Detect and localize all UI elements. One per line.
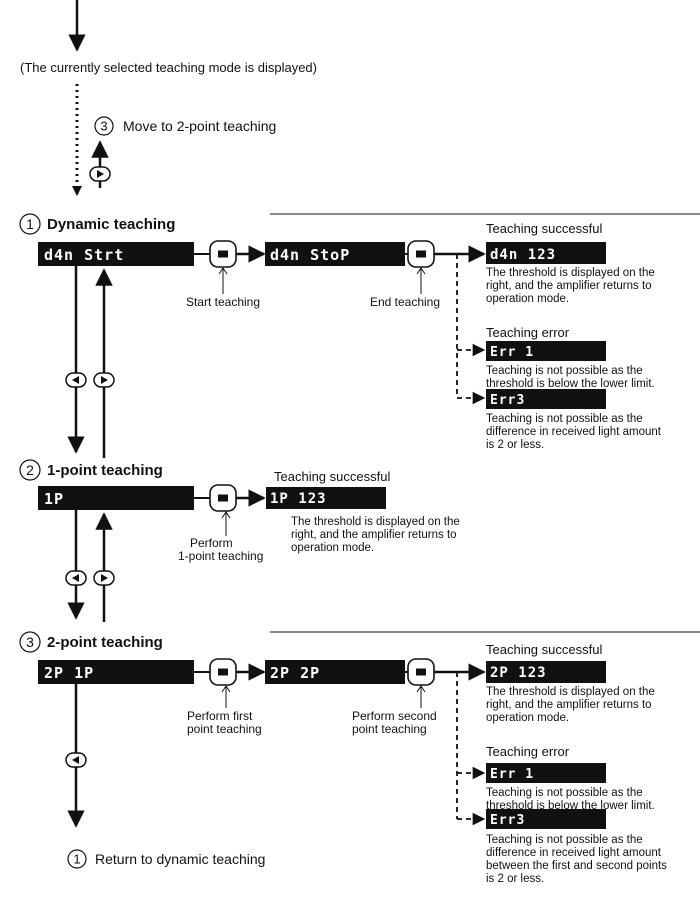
return-to-dynamic-label: Return to dynamic teaching bbox=[95, 851, 265, 867]
lcd-text: d4n StoP bbox=[270, 246, 350, 264]
lcd-text: Err 1 bbox=[490, 345, 534, 360]
success-title: Teaching successful bbox=[274, 469, 390, 484]
lcd-text: Err3 bbox=[490, 393, 525, 408]
lcd-display bbox=[38, 242, 194, 266]
section-title-dynamic: Dynamic teaching bbox=[47, 216, 175, 233]
set-button-icon bbox=[209, 484, 237, 512]
lcd-display bbox=[486, 809, 606, 829]
section-num: 2 bbox=[26, 462, 34, 478]
lcd-display bbox=[38, 660, 194, 684]
num-1: 1 bbox=[73, 852, 80, 867]
err1-desc: Teaching is not possible as the threshol… bbox=[486, 365, 655, 390]
move-to-2point-label: Move to 2-point teaching bbox=[123, 118, 276, 134]
success-desc: The threshold is displayed on the right,… bbox=[291, 516, 463, 554]
start-teaching-label: Start teaching bbox=[186, 295, 260, 309]
lcd-display bbox=[486, 242, 606, 264]
num-circle bbox=[94, 116, 114, 136]
section-title-1point: 1-point teaching bbox=[47, 462, 163, 479]
lcd-text: d4n 123 bbox=[490, 247, 556, 263]
right-button-icon bbox=[93, 372, 115, 388]
lcd-display bbox=[486, 389, 606, 409]
lcd-text: 2P 1P bbox=[44, 664, 94, 682]
lcd-display bbox=[265, 242, 405, 266]
perform-second-label: Perform second point teaching bbox=[352, 709, 440, 736]
lcd-text: 2P 2P bbox=[270, 664, 320, 682]
error-title: Teaching error bbox=[486, 744, 570, 759]
right-button-icon bbox=[89, 166, 111, 182]
lcd-text: d4n Strt bbox=[44, 246, 124, 264]
success-desc: The threshold is displayed on the right,… bbox=[486, 267, 658, 305]
err3-desc: Teaching is not possible as the differen… bbox=[486, 413, 664, 451]
set-button-icon bbox=[407, 658, 435, 686]
right-button-icon bbox=[93, 570, 115, 586]
success-desc: The threshold is displayed on the right,… bbox=[486, 686, 658, 724]
set-button-icon bbox=[209, 240, 237, 268]
end-teaching-label: End teaching bbox=[370, 295, 440, 309]
err1-desc: Teaching is not possible as the threshol… bbox=[486, 787, 655, 812]
lcd-text: 1P bbox=[44, 490, 64, 508]
err3-desc: Teaching is not possible as the differen… bbox=[486, 834, 670, 885]
lcd-text: Err3 bbox=[490, 813, 525, 828]
left-button-icon bbox=[65, 372, 87, 388]
lcd-text: 1P 123 bbox=[270, 491, 327, 507]
num-3: 3 bbox=[100, 119, 107, 134]
left-button-icon bbox=[65, 570, 87, 586]
success-title: Teaching successful bbox=[486, 642, 602, 657]
success-title: Teaching successful bbox=[486, 221, 602, 236]
lcd-text: 2P 123 bbox=[490, 665, 547, 681]
intro-note: (The currently selected teaching mode is… bbox=[20, 60, 317, 75]
section-num: 1 bbox=[26, 216, 34, 232]
section-num: 3 bbox=[26, 634, 34, 650]
set-button-icon bbox=[209, 658, 237, 686]
set-button-icon bbox=[407, 240, 435, 268]
lcd-display bbox=[486, 661, 606, 683]
perform-1point-label: Perform 1-point teaching bbox=[178, 536, 263, 563]
lcd-display bbox=[486, 763, 606, 783]
lcd-display bbox=[486, 341, 606, 361]
lcd-text: Err 1 bbox=[490, 767, 534, 782]
error-title: Teaching error bbox=[486, 325, 570, 340]
lcd-display bbox=[38, 486, 194, 510]
lcd-display bbox=[265, 660, 405, 684]
section-title-2point: 2-point teaching bbox=[47, 634, 163, 651]
lcd-display bbox=[266, 487, 386, 509]
left-button-icon bbox=[65, 752, 87, 768]
perform-first-label: Perform first point teaching bbox=[187, 709, 262, 736]
